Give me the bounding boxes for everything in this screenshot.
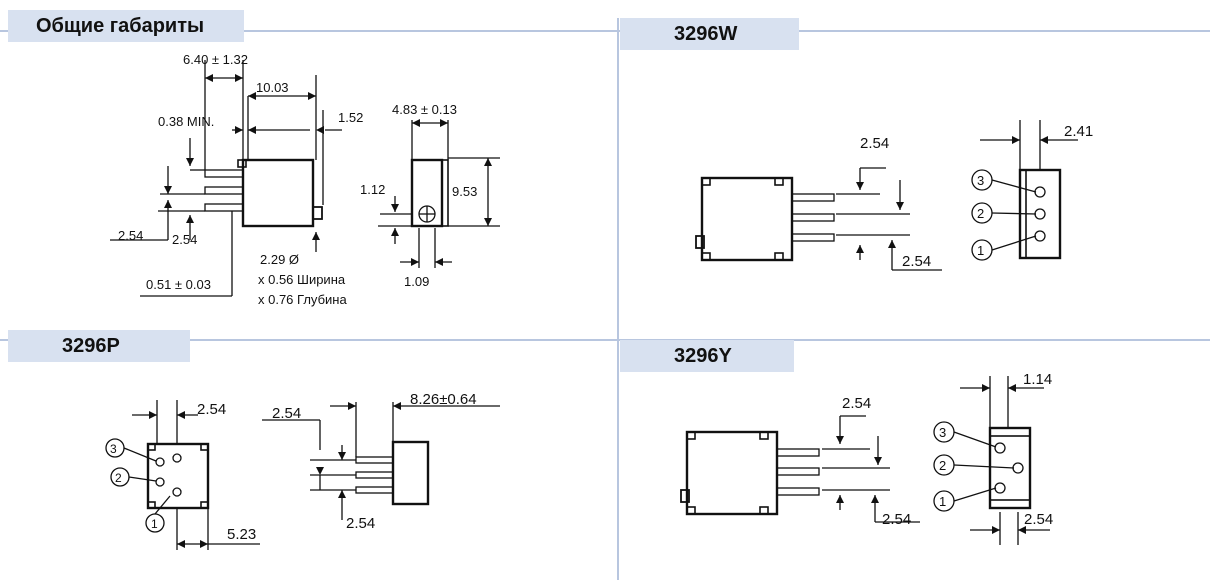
- pin-1-label: 1: [939, 494, 946, 509]
- dim-1-14: 1.14: [1023, 371, 1052, 388]
- pin-2-label: 2: [939, 458, 946, 473]
- 3296w-drawing: 2.54 2.41 2.54 3 2 1: [695, 120, 1093, 271]
- component-front-view: [146, 442, 210, 510]
- dim-2-54-b: 2.54: [172, 232, 197, 247]
- pin-3-label: 3: [939, 425, 946, 440]
- dim-2-29-diameter: 2.29 Ø: [260, 252, 299, 267]
- section-title-3296y: 3296Y: [620, 340, 794, 372]
- column-divider: [617, 18, 619, 580]
- dim-5-23: 5.23: [227, 526, 256, 543]
- section-title-general: Общие габариты: [8, 10, 245, 42]
- dim-0-51: 0.51 ± 0.03: [146, 277, 211, 292]
- dim-2-54-front: 2.54: [197, 401, 226, 418]
- dim-10-03: 10.03: [256, 80, 289, 95]
- dim-2-54-bottom: 2.54: [882, 511, 911, 528]
- dim-width: x 0.56 Ширина: [258, 272, 346, 287]
- 3296y-drawing: 2.54 1.14 2.54 2.54 3 2 1: [680, 371, 1053, 545]
- general-dimensions-drawing: 6.40 ± 1.32 10.03 0.38 MIN. 1.52 4.83 ± …: [110, 52, 500, 307]
- dim-2-41: 2.41: [1064, 123, 1093, 140]
- component-body: [241, 158, 315, 228]
- dim-2-54-side: 2.54: [272, 405, 301, 422]
- dim-depth: x 0.76 Глубина: [258, 292, 347, 307]
- dim-4-83: 4.83 ± 0.13: [392, 102, 457, 117]
- dim-0-38-min: 0.38 MIN.: [158, 114, 214, 129]
- pin-3-label: 3: [977, 173, 984, 188]
- dim-2-54-top: 2.54: [842, 395, 871, 412]
- dim-2-54-a: 2.54: [118, 228, 143, 243]
- pin-2-label: 2: [977, 206, 984, 221]
- pin-2-label: 2: [115, 471, 122, 485]
- dim-1-09: 1.09: [404, 274, 429, 289]
- pin-1-label: 1: [151, 517, 158, 531]
- header-rule-middle: [0, 339, 1210, 341]
- dim-2-54-bottom: 2.54: [902, 253, 931, 270]
- dim-9-53: 9.53: [452, 184, 477, 199]
- dim-1-12: 1.12: [360, 182, 385, 197]
- dim-6-40: 6.40 ± 1.32: [183, 52, 248, 67]
- pin-3-label: 3: [110, 442, 117, 456]
- dim-2-54-side: 2.54: [1024, 511, 1053, 528]
- component-body: [700, 176, 794, 262]
- dim-2-54-top: 2.54: [860, 135, 889, 152]
- 3296p-drawing: 2.54 2.54 8.26±0.64 5.23 2.54 3 2 1: [105, 391, 500, 550]
- dim-1-52: 1.52: [338, 110, 363, 125]
- dim-2-54-bottom: 2.54: [346, 515, 375, 532]
- section-title-3296w: 3296W: [620, 18, 800, 50]
- header-rule-top: [0, 30, 1210, 32]
- component-body: [685, 430, 779, 516]
- section-title-3296p: 3296P: [8, 330, 190, 362]
- dim-8-26: 8.26±0.64: [410, 391, 477, 408]
- pin-1-label: 1: [977, 243, 984, 258]
